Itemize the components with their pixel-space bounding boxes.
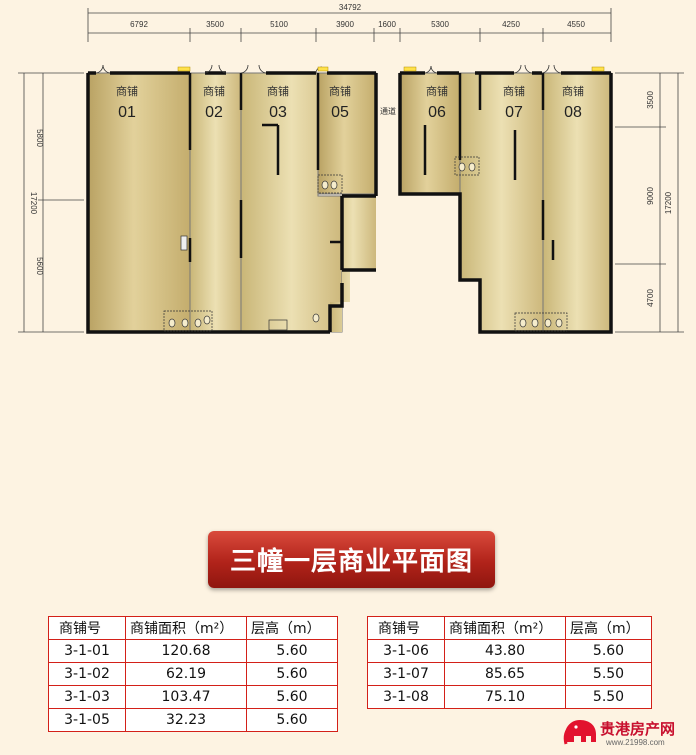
elephant-logo-icon <box>563 720 596 745</box>
table-row: 3-1-02 62.19 5.60 <box>48 662 338 686</box>
table-header-row: 商铺号 商铺面积（m²） 层高（m） <box>367 616 652 640</box>
dim-shop-07: 4250 <box>502 20 520 29</box>
table-row: 3-1-05 32.23 5.60 <box>48 708 338 732</box>
shop-08-label: 商铺 <box>562 84 584 98</box>
shop-05-label: 商铺 <box>329 84 351 98</box>
room-shop-03-annex <box>330 196 376 332</box>
table-row: 3-1-06 43.80 5.60 <box>367 639 652 663</box>
height-cell: 5.50 <box>565 662 652 686</box>
table-row: 3-1-03 103.47 5.60 <box>48 685 338 709</box>
shop-02-number: 02 <box>205 104 223 121</box>
height-cell: 5.60 <box>246 662 338 686</box>
floor-plan: 34792 6792 3500 5100 3900 1600 5300 4250… <box>18 3 684 334</box>
header-shop-no: 商铺号 <box>367 616 445 640</box>
room-shop-07 <box>459 72 544 333</box>
height-cell: 5.60 <box>565 639 652 663</box>
right-upper-dimension: 3500 <box>646 91 655 109</box>
shop-07-number: 07 <box>505 104 523 121</box>
dim-shop-08: 4550 <box>567 20 585 29</box>
left-building <box>86 64 378 334</box>
shop-no-cell: 3-1-01 <box>48 639 126 663</box>
area-cell: 43.80 <box>444 639 566 663</box>
right-lower-dimension: 4700 <box>646 289 655 307</box>
logo-brand: 贵港房产网 <box>600 720 676 738</box>
shop-table-right: 商铺号 商铺面积（m²） 层高（m） 3-1-06 43.80 5.60 3-1… <box>367 616 652 709</box>
room-shop-01 <box>87 72 191 333</box>
left-dimension-lines <box>18 72 84 333</box>
height-cell: 5.60 <box>246 685 338 709</box>
shop-no-cell: 3-1-05 <box>48 708 126 732</box>
shop-02-label: 商铺 <box>203 84 225 98</box>
area-cell: 120.68 <box>125 639 247 663</box>
area-cell: 103.47 <box>125 685 247 709</box>
header-floor-height: 层高（m） <box>565 616 652 640</box>
header-area: 商铺面积（m²） <box>444 616 566 640</box>
logo-url: www.21998.com <box>606 738 665 747</box>
shop-no-cell: 3-1-07 <box>367 662 445 686</box>
title-banner: 三幢一层商业平面图 <box>208 531 495 588</box>
area-cell: 32.23 <box>125 708 247 732</box>
dim-shop-02: 3500 <box>206 20 224 29</box>
shop-labels: 商铺 01 商铺 02 商铺 03 商铺 05 商铺 06 商铺 07 商铺 0… <box>116 84 584 121</box>
shop-01-label: 商铺 <box>116 84 138 98</box>
shop-no-cell: 3-1-02 <box>48 662 126 686</box>
shop-03-label: 商铺 <box>267 84 289 98</box>
left-upper-dimension: 5800 <box>35 129 44 147</box>
shop-no-cell: 3-1-03 <box>48 685 126 709</box>
shop-08-number: 08 <box>564 104 582 121</box>
passage-label: 通道 <box>380 106 396 116</box>
shop-no-cell: 3-1-08 <box>367 685 445 709</box>
header-area: 商铺面积（m²） <box>125 616 247 640</box>
header-floor-height: 层高（m） <box>246 616 338 640</box>
shop-table-left: 商铺号 商铺面积（m²） 层高（m） 3-1-01 120.68 5.60 3-… <box>48 616 338 732</box>
right-total-height-dimension: 17200 <box>664 191 673 214</box>
table-row: 3-1-08 75.10 5.50 <box>367 685 652 709</box>
header-shop-no: 商铺号 <box>48 616 126 640</box>
area-cell: 62.19 <box>125 662 247 686</box>
shop-no-cell: 3-1-06 <box>367 639 445 663</box>
right-building <box>398 64 613 334</box>
shop-01-number: 01 <box>118 104 136 121</box>
top-dimension-lines <box>87 8 612 42</box>
height-cell: 5.60 <box>246 639 338 663</box>
right-middle-dimension: 9000 <box>646 187 655 205</box>
dim-shop-01: 6792 <box>130 20 148 29</box>
shop-03-number: 03 <box>269 104 287 121</box>
shop-06-number: 06 <box>428 104 446 121</box>
height-cell: 5.50 <box>565 685 652 709</box>
dim-shop-03: 5100 <box>270 20 288 29</box>
left-lower-dimension: 5600 <box>35 257 44 275</box>
shop-05-number: 05 <box>331 104 349 121</box>
area-cell: 75.10 <box>444 685 566 709</box>
dim-shop-06: 5300 <box>431 20 449 29</box>
left-total-height-dimension: 17200 <box>29 192 38 215</box>
shop-06-label: 商铺 <box>426 84 448 98</box>
height-cell: 5.60 <box>246 708 338 732</box>
dim-passage: 1600 <box>378 20 396 29</box>
dim-shop-05: 3900 <box>336 20 354 29</box>
site-logo[interactable]: 贵港房产网 www.21998.com <box>558 712 694 752</box>
table-row: 3-1-07 85.65 5.50 <box>367 662 652 686</box>
area-cell: 85.65 <box>444 662 566 686</box>
table-header-row: 商铺号 商铺面积（m²） 层高（m） <box>48 616 338 640</box>
right-dimension-lines <box>615 72 684 333</box>
plan-title: 三幢一层商业平面图 <box>229 547 473 577</box>
total-width-dimension: 34792 <box>339 3 362 12</box>
shop-07-label: 商铺 <box>503 84 525 98</box>
table-row: 3-1-01 120.68 5.60 <box>48 639 338 663</box>
